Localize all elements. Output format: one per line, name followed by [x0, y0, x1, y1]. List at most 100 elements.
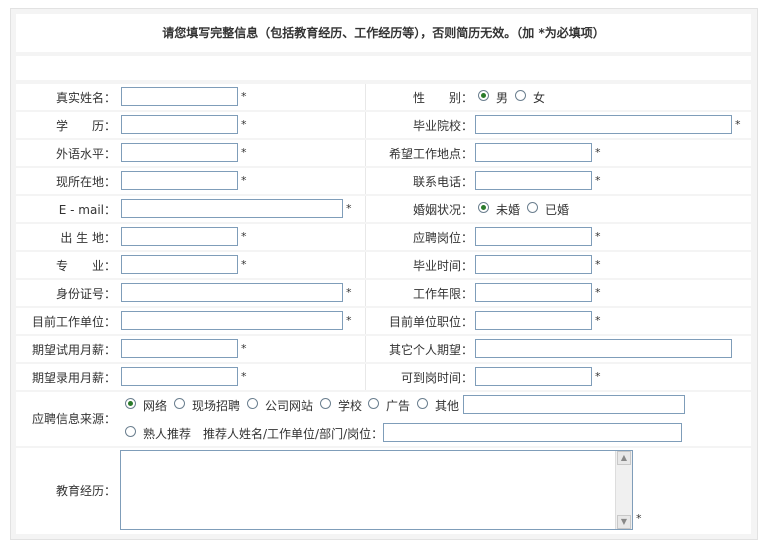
- id-number-label: 身份证号：: [55, 287, 116, 301]
- required-mark: *: [636, 512, 642, 525]
- major-input[interactable]: [121, 255, 238, 274]
- scroll-up-icon[interactable]: ▲: [617, 451, 631, 465]
- birthplace-input[interactable]: [121, 227, 238, 246]
- education-row: 教育经历： ▲ ▼ *: [16, 448, 751, 534]
- required-mark: *: [595, 258, 601, 271]
- probation-salary-input[interactable]: [121, 339, 238, 358]
- current-title-input[interactable]: [475, 311, 592, 330]
- required-mark: *: [595, 286, 601, 299]
- source-other-text: 其他: [435, 399, 460, 413]
- column-divider: [365, 196, 366, 222]
- available-time-label: 可到岗时间：: [400, 371, 473, 385]
- column-divider: [365, 364, 366, 390]
- required-mark: *: [241, 146, 247, 159]
- current-title-label: 目前单位职位：: [388, 315, 473, 329]
- form-row: 外语水平： * 希望工作地点： *: [16, 140, 751, 166]
- referrer-input[interactable]: [383, 423, 682, 442]
- source-other-radio[interactable]: [417, 398, 428, 409]
- gender-male-text: 男: [496, 91, 509, 105]
- required-mark: *: [241, 90, 247, 103]
- hire-salary-label: 期望录用月薪：: [31, 371, 116, 385]
- source-job-fair-radio[interactable]: [174, 398, 185, 409]
- column-divider: [365, 336, 366, 362]
- source-school-radio[interactable]: [320, 398, 331, 409]
- gender-female-radio[interactable]: [515, 90, 526, 101]
- hire-salary-input[interactable]: [121, 367, 238, 386]
- major-label: 专 业：: [55, 259, 116, 273]
- education-history-label: 教育经历：: [55, 484, 116, 498]
- column-divider: [365, 252, 366, 278]
- source-referral-radio[interactable]: [125, 426, 136, 437]
- email-input[interactable]: [121, 199, 343, 218]
- current-location-label: 现所在地：: [55, 175, 116, 189]
- form-row: 身份证号： * 工作年限： *: [16, 280, 751, 306]
- form-row: 出 生 地： * 应聘岗位： *: [16, 224, 751, 250]
- form-row: 目前工作单位： * 目前单位职位： *: [16, 308, 751, 334]
- other-expectations-input[interactable]: [475, 339, 732, 358]
- required-mark: *: [346, 202, 352, 215]
- marital-married-radio[interactable]: [527, 202, 538, 213]
- form-row: 期望试用月薪： * 其它个人期望：: [16, 336, 751, 362]
- id-number-input[interactable]: [121, 283, 343, 302]
- source-ad-radio[interactable]: [368, 398, 379, 409]
- marital-unmarried-radio[interactable]: [478, 202, 489, 213]
- marital-married-text: 已婚: [545, 203, 570, 217]
- source-referral-text: 熟人推荐: [143, 427, 192, 441]
- education-history-textarea[interactable]: ▲ ▼: [120, 450, 633, 530]
- source-internet-radio[interactable]: [125, 398, 136, 409]
- scroll-down-icon[interactable]: ▼: [617, 515, 631, 529]
- source-company-site-radio[interactable]: [247, 398, 258, 409]
- form-row: 现所在地： * 联系电话： *: [16, 168, 751, 194]
- column-divider: [365, 168, 366, 194]
- spacer-row: [16, 56, 751, 80]
- foreign-language-input[interactable]: [121, 143, 238, 162]
- form-row: E - mail： * 婚姻状况： 未婚 已婚: [16, 196, 751, 222]
- source-label: 应聘信息来源：: [31, 412, 116, 426]
- column-divider: [365, 112, 366, 138]
- marital-unmarried-text: 未婚: [496, 203, 521, 217]
- birthplace-label: 出 生 地：: [60, 231, 116, 245]
- gender-male-radio[interactable]: [478, 90, 489, 101]
- phone-input[interactable]: [475, 171, 592, 190]
- required-mark: *: [735, 118, 741, 131]
- marital-status-label: 婚姻状况：: [412, 203, 473, 217]
- gender-female-text: 女: [533, 91, 546, 105]
- graduation-time-label: 毕业时间：: [412, 259, 473, 273]
- referrer-label: 推荐人姓名/工作单位/部门/岗位：: [203, 427, 384, 441]
- foreign-language-label: 外语水平：: [55, 147, 116, 161]
- current-location-input[interactable]: [121, 171, 238, 190]
- form-row: 专 业： * 毕业时间： *: [16, 252, 751, 278]
- current-employer-label: 目前工作单位：: [31, 315, 116, 329]
- form-notice: 请您填写完整信息（包括教育经历、工作经历等），否则简历无效。（加 *为必填项）: [16, 14, 751, 52]
- source-school-text: 学校: [338, 399, 363, 413]
- position-applied-input[interactable]: [475, 227, 592, 246]
- education-label: 学 历：: [55, 119, 116, 133]
- required-mark: *: [595, 370, 601, 383]
- required-mark: *: [241, 342, 247, 355]
- available-time-input[interactable]: [475, 367, 592, 386]
- other-expectations-label: 其它个人期望：: [388, 343, 473, 357]
- required-mark: *: [241, 258, 247, 271]
- real-name-label: 真实姓名：: [55, 91, 116, 105]
- required-mark: *: [241, 230, 247, 243]
- work-years-label: 工作年限：: [412, 287, 473, 301]
- school-input[interactable]: [475, 115, 732, 134]
- gender-label: 性 别：: [412, 91, 473, 105]
- work-years-input[interactable]: [475, 283, 592, 302]
- form-row: 期望录用月薪： * 可到岗时间： *: [16, 364, 751, 390]
- graduation-time-input[interactable]: [475, 255, 592, 274]
- required-mark: *: [241, 370, 247, 383]
- source-internet-text: 网络: [143, 399, 168, 413]
- current-employer-input[interactable]: [121, 311, 343, 330]
- column-divider: [365, 84, 366, 110]
- required-mark: *: [595, 146, 601, 159]
- real-name-input[interactable]: [121, 87, 238, 106]
- position-applied-label: 应聘岗位：: [412, 231, 473, 245]
- required-mark: *: [241, 174, 247, 187]
- textarea-scrollbar[interactable]: ▲ ▼: [615, 451, 632, 529]
- desired-location-input[interactable]: [475, 143, 592, 162]
- column-divider: [365, 308, 366, 334]
- source-other-input[interactable]: [463, 395, 685, 414]
- form-row: 学 历： * 毕业院校： *: [16, 112, 751, 138]
- education-input[interactable]: [121, 115, 238, 134]
